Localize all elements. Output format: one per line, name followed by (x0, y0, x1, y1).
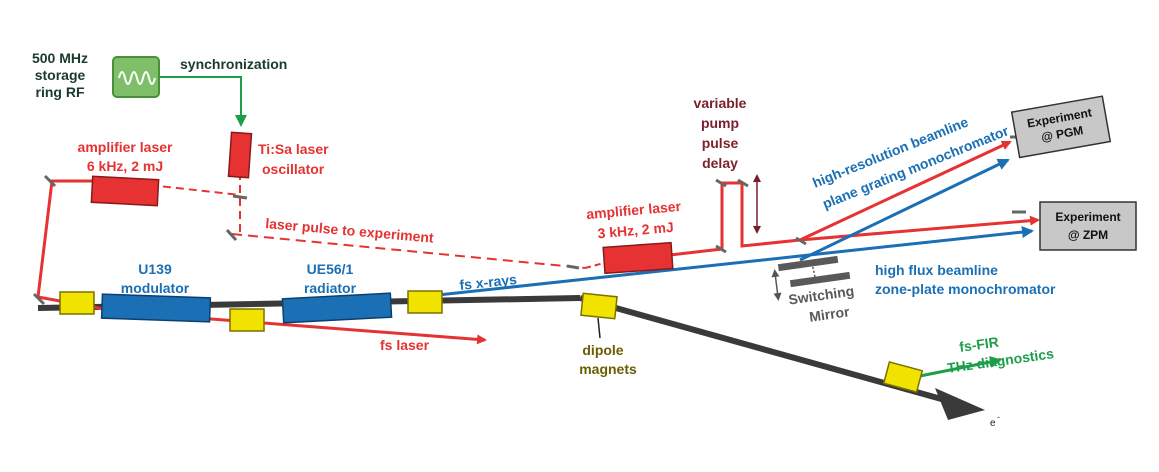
rf-label-2: storage (35, 67, 86, 83)
sine-wave-icon (118, 71, 156, 85)
pump-label-3: pulse (702, 135, 739, 151)
switching-mirror (771, 255, 851, 301)
modulator-label-2: modulator (121, 280, 190, 296)
fir-beam (909, 356, 1002, 380)
rf-oscillator-box (112, 56, 160, 98)
xray-beams (409, 158, 1034, 300)
amplifier-6khz (90, 175, 160, 207)
experiment-zpm-box: Experiment @ ZPM (1039, 201, 1137, 251)
ue56-radiator (281, 292, 393, 324)
u139-modulator (100, 293, 212, 323)
zpm-beamline-label-1: high flux beamline (875, 262, 998, 278)
laser-pulse-label: laser pulse to experiment (265, 215, 435, 246)
fir-label-1: fs-FIR (958, 334, 1000, 355)
rf-label-3: ring RF (36, 84, 85, 100)
electron-arrowhead (935, 388, 985, 420)
radiator-label-2: radiator (304, 280, 357, 296)
pump-label-2: pump (701, 115, 739, 131)
mirror-shift-arrow (771, 269, 782, 301)
rf-label-1: 500 MHz (32, 50, 88, 66)
mirror-label-2: Mirror (808, 303, 851, 325)
fs-laser-label: fs laser (380, 337, 430, 353)
sync-label: synchronization (180, 56, 287, 72)
amplifier-3khz (602, 241, 674, 275)
pump-label-1: variable (694, 95, 747, 111)
tisa-oscillator (227, 131, 253, 179)
experiment-zpm-label-1: Experiment (1055, 210, 1120, 224)
modulator-label-1: U139 (138, 261, 172, 277)
dipole-label-2: magnets (579, 361, 637, 377)
experiment-pgm-box: Experiment @ PGM (1010, 95, 1112, 159)
dipole-magnets (59, 290, 924, 393)
amp6-label-2: 6 kHz, 2 mJ (87, 158, 163, 174)
fs-xrays-label: fs x-rays (459, 271, 518, 293)
electron-label: e (990, 418, 996, 429)
dipole-pointer (597, 317, 601, 339)
amp6-label-1: amplifier laser (78, 139, 173, 155)
pump-label-4: delay (702, 155, 738, 171)
experiment-zpm-label-2: @ ZPM (1068, 228, 1108, 242)
oscillator-label-2: oscillator (262, 161, 325, 177)
electron-sup-label: - (997, 412, 1000, 422)
dipole-label-1: dipole (582, 342, 623, 358)
sync-line (158, 76, 247, 127)
radiator-label-1: UE56/1 (307, 261, 354, 277)
zpm-beamline-label-2: zone-plate monochromator (875, 281, 1056, 297)
oscillator-label-1: Ti:Sa laser (258, 141, 329, 157)
amp3-label-2: 3 kHz, 2 mJ (597, 219, 674, 242)
